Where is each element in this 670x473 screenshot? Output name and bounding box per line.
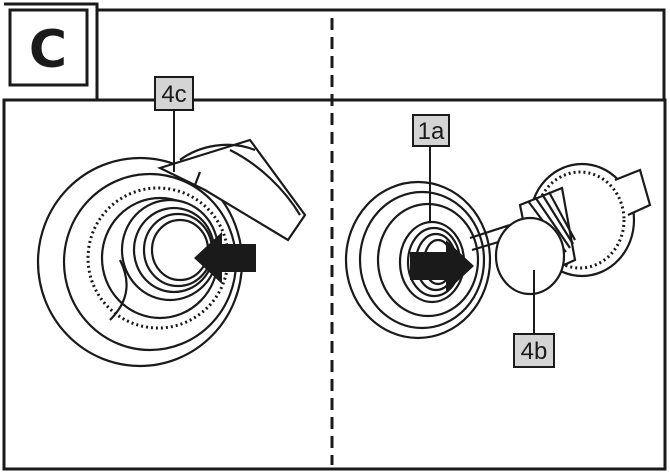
label-1a: 1a	[412, 114, 450, 222]
label-4b-text: 4b	[521, 338, 548, 365]
right-valve-insert	[494, 162, 652, 296]
top-frame	[97, 8, 666, 100]
arrow-left-icon	[194, 232, 256, 284]
label-4c-text: 4c	[161, 81, 186, 108]
outer-frame	[2, 98, 667, 471]
label-4b: 4b	[513, 270, 555, 368]
label-4c: 4c	[154, 76, 194, 172]
arrow-right-icon	[410, 240, 474, 292]
step-tab	[4, 2, 99, 100]
step-letter: C	[29, 20, 67, 80]
label-1a-text: 1a	[418, 118, 445, 145]
left-valve-assembly	[36, 138, 307, 368]
step-box	[8, 8, 89, 87]
